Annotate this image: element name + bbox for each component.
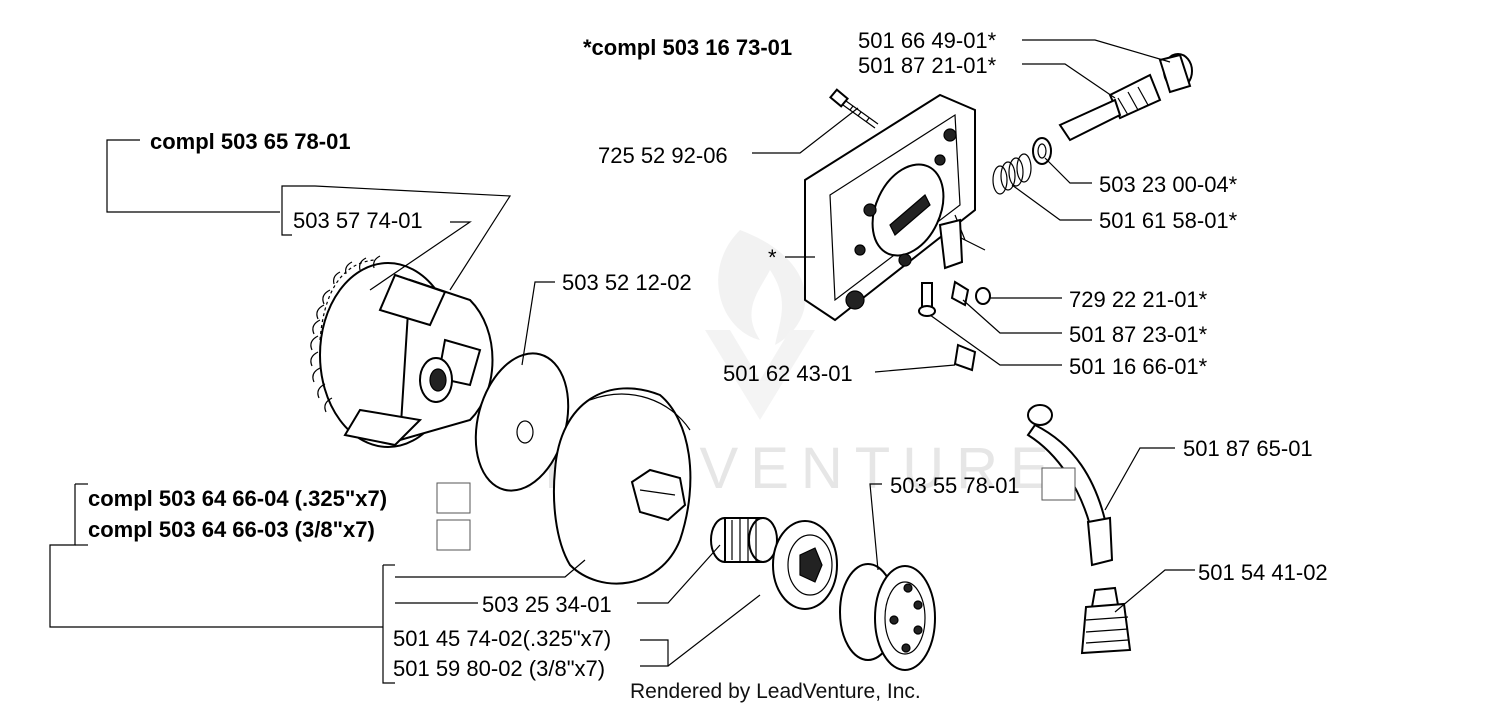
needle-bearing: [710, 517, 778, 563]
watermark-logo: [705, 230, 815, 420]
pump-piston: [1058, 53, 1193, 142]
ref-box-04: [436, 482, 471, 514]
oil-filter: [1080, 586, 1132, 655]
label-501-87-21-01: 501 87 21-01*: [858, 53, 997, 78]
small-parts: [918, 280, 991, 372]
sprocket-rim: [772, 520, 838, 610]
label-compl-503-65-78-01: compl 503 65 78-01: [150, 129, 351, 154]
label-503-52-12-02: 503 52 12-02: [562, 270, 692, 295]
ref-box-03: [436, 519, 471, 551]
label-501-45-74-02: 501 45 74-02(.325"x7): [393, 626, 611, 651]
footer-credit: Rendered by LeadVenture, Inc.: [630, 680, 921, 703]
label-729-22-21-01: 729 22 21-01*: [1069, 287, 1208, 312]
label-compl-503-64-66-04: compl 503 64 66-04 (.325"x7): [88, 486, 387, 511]
label-501-66-49-01: 501 66 49-01*: [858, 28, 997, 53]
oil-pump-body: [804, 93, 986, 322]
label-501-87-65-01: 501 87 65-01: [1183, 436, 1313, 461]
label-725-52-92-06: 725 52 92-06: [598, 143, 728, 168]
label-503-23-00-04: 503 23 00-04*: [1099, 172, 1238, 197]
label-501-62-43-01: 501 62 43-01: [723, 361, 853, 386]
label-501-54-41-02: 501 54 41-02: [1198, 560, 1328, 585]
label-compl-503-16-73-01: *compl 503 16 73-01: [583, 35, 792, 60]
label-compl-503-64-66-03: compl 503 64 66-03 (3/8"x7): [88, 517, 375, 542]
label-503-25-34-01: 503 25 34-01: [482, 592, 612, 617]
clutch-assembly: [310, 255, 494, 448]
spur-sprocket: [839, 563, 936, 671]
ring-503-23-00: [1032, 137, 1052, 165]
spring: [992, 153, 1032, 195]
ref-box-55-78: [1041, 467, 1076, 501]
label-star: *: [768, 245, 777, 270]
label-503-57-74-01: 503 57 74-01: [293, 208, 423, 233]
oil-pipe: [1026, 404, 1114, 567]
label-503-55-78-01: 503 55 78-01: [890, 473, 1020, 498]
screw-725-52-92: [829, 88, 879, 129]
leader-lines: [49, 39, 1195, 684]
label-501-87-23-01: 501 87 23-01*: [1069, 322, 1208, 347]
label-501-16-66-01: 501 16 66-01*: [1069, 354, 1208, 379]
label-501-61-58-01: 501 61 58-01*: [1099, 208, 1238, 233]
clutch-drum: [552, 387, 692, 585]
label-501-59-80-02: 501 59 80-02 (3/8"x7): [393, 656, 605, 681]
